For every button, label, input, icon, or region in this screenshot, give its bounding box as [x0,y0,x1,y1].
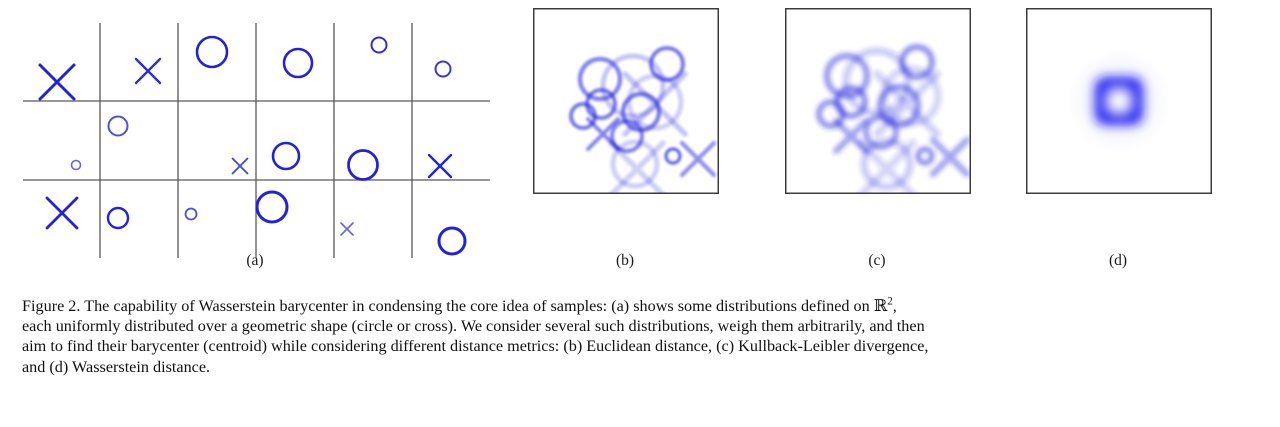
circle-shape [195,35,229,69]
panel-label-d: (d) [1108,252,1128,269]
cross-shape [873,70,941,138]
caption-line: and (d) Wasserstein distance. [22,357,211,376]
cross-shape [622,71,688,137]
circle-shape [915,146,935,166]
circle-shape [184,207,198,221]
circle-shape [271,141,301,171]
cross-shape [608,140,666,194]
circle-shape [823,52,871,100]
panel-c-kullback-leibler [785,8,971,194]
caption-line: Figure 2. The capability of Wasserstein … [22,295,897,315]
barycenter-shapes [816,44,971,194]
circle-shape [255,190,289,224]
circle-shape [107,115,129,137]
panel-b-euclidean [533,8,719,194]
circle-shape [577,56,623,102]
real-numbers-symbol: ℝ [873,296,888,315]
circle-shape [106,206,130,230]
cross-shape [134,57,162,85]
cross-shape [45,196,79,230]
grid-lines [23,23,490,258]
circle-shape [860,137,914,191]
circle-shape [347,149,379,181]
panel-d-wasserstein [1026,8,1212,194]
circle-shape [569,102,597,130]
circle-shape [880,65,942,127]
cross-shape [231,157,249,175]
circle-shape [437,226,467,256]
figure-caption: Figure 2. The capability of Wasserstein … [22,296,1260,377]
circle-shape [282,47,314,79]
cross-shape [427,153,453,179]
cross-shape [929,136,971,178]
sample-shapes [38,35,467,256]
circle-shape [899,44,935,80]
circle-shape [876,83,922,129]
circle-shape [816,99,846,129]
caption-line: aim to find their barycenter (centroid) … [22,337,929,356]
circle-shape [863,114,899,150]
cross-shape [38,63,76,101]
circle-shape [626,73,684,131]
circle-shape [842,47,912,117]
panel-a-distributions [23,23,490,258]
cross-shape [679,140,717,178]
barycenter-shapes [569,46,717,194]
cross-shape [340,222,354,236]
circle-shape [664,147,682,165]
circle-shape [70,159,82,171]
panel-label-c: (c) [868,252,886,269]
circle-shape [434,60,452,78]
circle-shape [370,36,388,54]
caption-line: each uniformly distributed over a geomet… [22,317,925,336]
circle-shape [610,139,660,189]
wasserstein-barycenter-blob [1095,77,1143,125]
panel-label-b: (b) [615,252,635,269]
figure-panels: (a) (b) (c) (d) [23,8,1212,269]
cross-shape [857,139,917,194]
exponent-two: 2 [887,295,893,308]
circle-shape [609,118,645,154]
panel-label-a: (a) [246,252,264,269]
